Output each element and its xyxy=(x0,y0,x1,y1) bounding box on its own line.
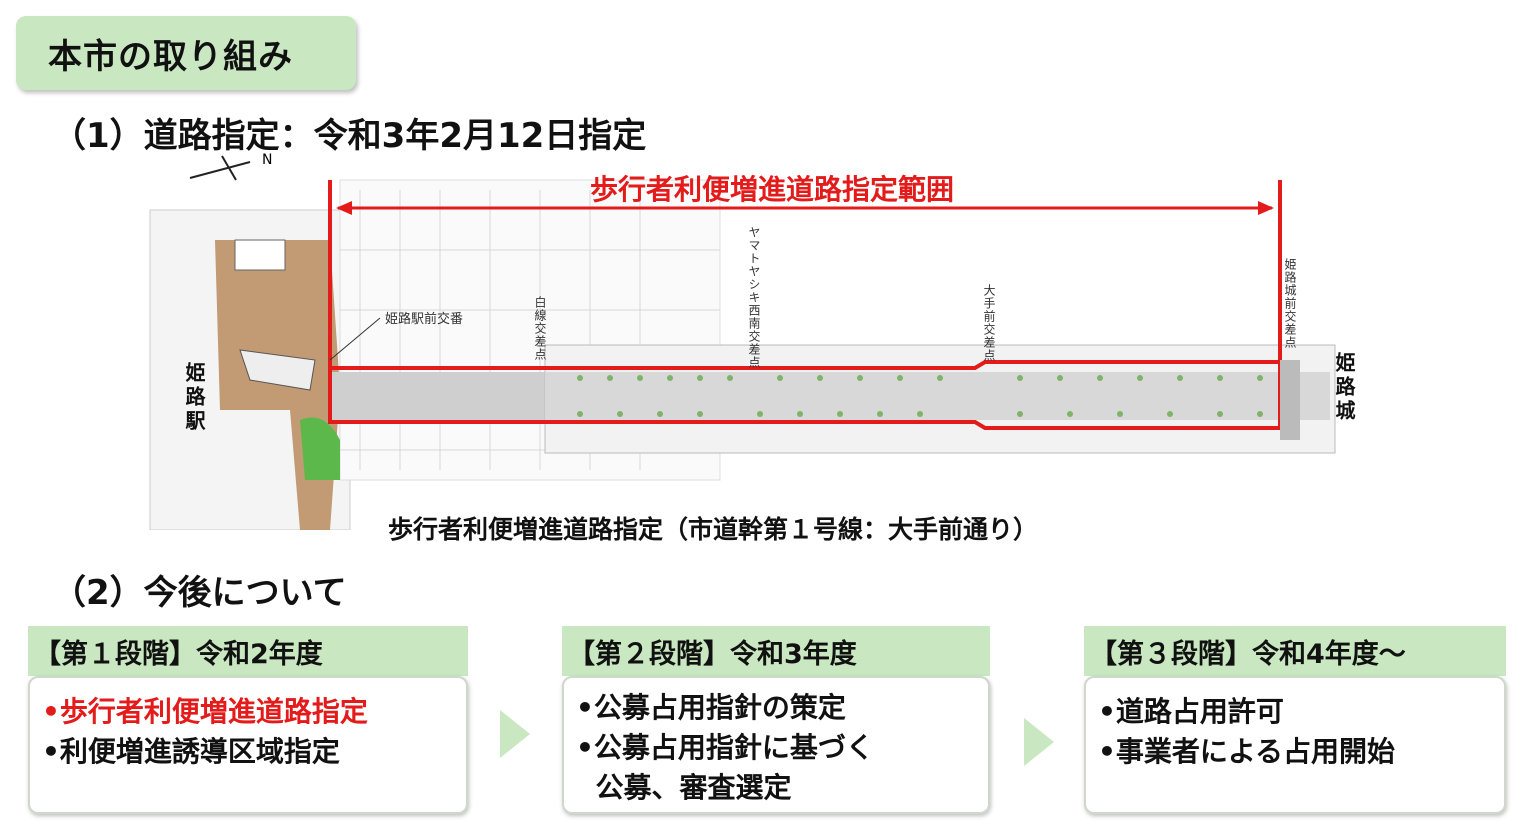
section2-heading: （2）今後について xyxy=(52,573,347,613)
section1-heading: （1）道路指定：令和3年2月12日指定 xyxy=(52,116,647,156)
north-arrow-tick xyxy=(221,155,237,181)
north-label: N xyxy=(262,152,272,168)
stage3-item-1: •道路占用許可 xyxy=(1098,695,1284,728)
stage3-item-2: •事業者による占用開始 xyxy=(1098,735,1396,768)
plaza-green xyxy=(300,417,340,480)
range-arrow-right xyxy=(1258,201,1274,215)
avenue-trees xyxy=(577,375,1263,417)
stage2-item-1: •公募占用指針の策定 xyxy=(576,691,846,724)
stage3-box: •道路占用許可 •事業者による占用開始 xyxy=(1084,676,1506,814)
koban-leader xyxy=(329,317,381,361)
stage-arrow-1 xyxy=(500,710,530,758)
page-title-badge: 本市の取り組み xyxy=(16,16,356,90)
stage-arrow-2 xyxy=(1024,718,1054,766)
avenue-road xyxy=(545,372,1330,420)
range-arrow-left xyxy=(336,201,352,215)
yamatoyashiki-label: ヤマトヤシキ西南交差点 xyxy=(747,226,761,369)
range-label: 歩行者利便増進道路指定範囲 xyxy=(590,173,955,206)
station-label: 姫路駅 xyxy=(182,362,206,434)
otemae-label: 大手前交差点 xyxy=(982,284,996,362)
castle-end-block xyxy=(1280,360,1300,440)
stage1-header: 【第１段階】令和2年度 xyxy=(28,626,468,676)
page-title: 本市の取り組み xyxy=(48,36,293,77)
map-caption: 歩行者利便増進道路指定（市道幹第１号線：大手前通り） xyxy=(388,515,1039,544)
hakusen-label: 白線交差点 xyxy=(533,296,547,361)
himejijo-mae-label: 姫路城前交差点 xyxy=(1283,258,1297,349)
stage1-item-2: •利便増進誘導区域指定 xyxy=(42,735,340,768)
stage2-box: •公募占用指針の策定 •公募占用指針に基づく 公募、審査選定 xyxy=(562,676,990,814)
plaza-terminal xyxy=(239,349,316,391)
north-arrow-line xyxy=(189,161,251,179)
plaza-building xyxy=(234,239,286,271)
koban-label: 姫路駅前交番 xyxy=(385,312,464,327)
road-map: N xyxy=(149,152,1336,530)
stage2-item-2: •公募占用指針に基づく xyxy=(576,731,874,764)
stage2-header: 【第２段階】令和3年度 xyxy=(562,626,990,676)
stage2-item-3: 公募、審査選定 xyxy=(576,771,792,804)
stage1-box: •歩行者利便増進道路指定 •利便増進誘導区域指定 xyxy=(28,676,468,814)
castle-label: 姫路城 xyxy=(1332,352,1356,424)
stage1-item-1: •歩行者利便増進道路指定 xyxy=(42,695,368,728)
stage3-header: 【第３段階】令和4年度～ xyxy=(1084,626,1506,676)
